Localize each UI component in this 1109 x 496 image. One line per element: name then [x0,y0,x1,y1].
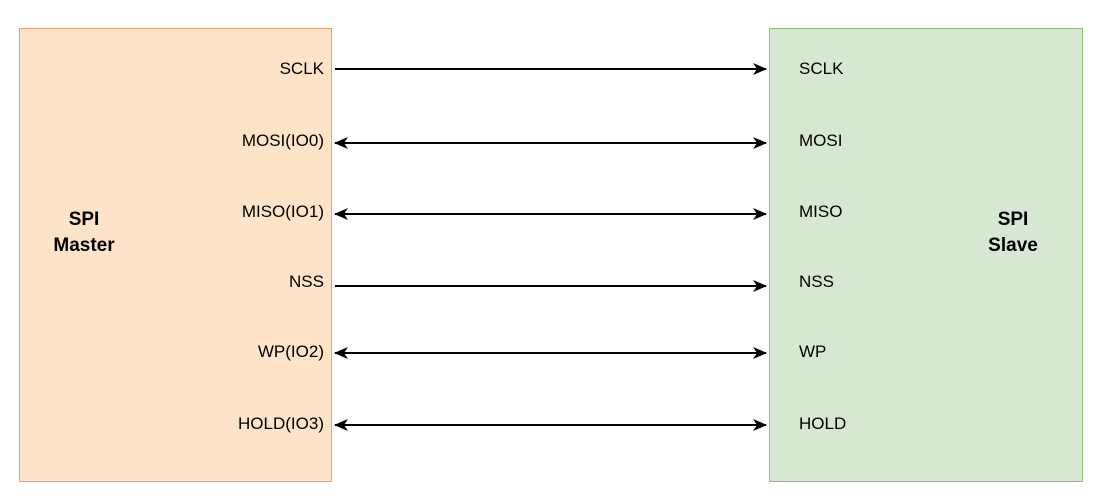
spi-slave-block [769,28,1083,482]
spi-master-block [19,28,332,482]
slave-pin-sclk: SCLK [799,59,844,78]
spi-slave-title: SPI Slave [963,207,1063,259]
spi-slave-title-line1: SPI [997,209,1029,230]
spi-master-title: SPI Master [34,207,134,259]
slave-pin-wp: WP [799,342,827,361]
spi-master-title-line1: SPI [68,209,100,230]
master-pin-wp: WP(IO2) [257,342,324,361]
spi-master-title-line2: Master [53,235,115,256]
master-pin-sclk: SCLK [279,59,324,78]
master-pin-miso: MISO(IO1) [241,202,324,221]
spi-slave-title-line2: Slave [988,235,1038,256]
slave-pin-hold: HOLD [799,414,847,433]
slave-pin-mosi: MOSI [799,131,843,150]
master-pin-nss: NSS [289,272,324,291]
master-pin-mosi: MOSI(IO0) [241,131,324,150]
master-pin-hold: HOLD(IO3) [238,414,324,433]
slave-pin-miso: MISO [799,202,843,221]
slave-pin-nss: NSS [799,272,834,291]
